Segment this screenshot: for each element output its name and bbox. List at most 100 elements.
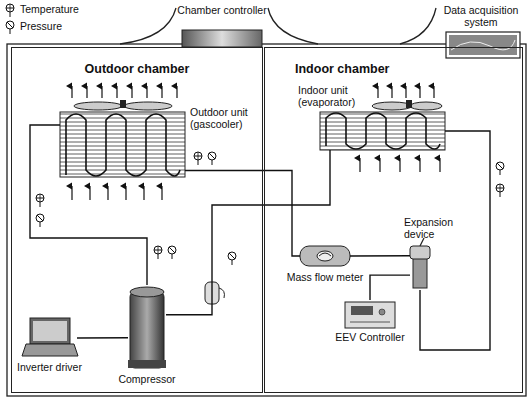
flow-meter: Mass flow meter [300, 245, 350, 267]
sensor-symbols [194, 152, 202, 165]
expansion-device: Expansion device [410, 245, 430, 290]
accumulator [219, 288, 224, 298]
node-label: Chamber controller [176, 4, 268, 16]
compressor-body [128, 287, 166, 368]
compressor-body [128, 360, 166, 368]
signal-cable [370, 275, 410, 300]
air-flow-arrows [419, 86, 420, 98]
eev-controller-box [350, 322, 390, 323]
building-outline [7, 8, 526, 396]
daq-screen [451, 40, 515, 50]
pressure-symbol [6, 21, 14, 34]
gascooler-coil [60, 100, 185, 177]
eev-controller-box [379, 309, 385, 315]
air-flow-arrows [419, 158, 420, 172]
air-flow-arrows [116, 86, 117, 98]
eev-controller-box [351, 306, 373, 315]
refrigerant-pipe [30, 125, 147, 285]
air-flow-arrows [377, 86, 378, 98]
air-flow-arrows [125, 186, 126, 200]
evaporator-coil [320, 112, 445, 150]
node-label: Indoor chamber [295, 62, 475, 76]
node-label: Data acquisition system [436, 4, 526, 28]
building-outline [268, 8, 318, 44]
air-flow-arrows [433, 86, 434, 98]
inverter-driver: Inverter driver [22, 318, 77, 358]
air-flow-arrows [107, 186, 108, 200]
node-label: Compressor [112, 373, 182, 385]
sensor-symbols [154, 246, 162, 259]
air-flow-arrows [161, 86, 162, 98]
daq-screen [449, 35, 517, 55]
sensor-symbols [496, 184, 504, 197]
node-label: Mass flow meter [280, 271, 370, 283]
building-outline [7, 44, 526, 396]
mass-flow-meter-body [300, 246, 350, 266]
controller-node: Chamber controller [176, 4, 268, 50]
air-flow-arrows [71, 86, 72, 98]
mass-flow-meter-body [300, 246, 350, 266]
air-flow-arrows [143, 186, 144, 200]
gascooler-coil [66, 114, 180, 176]
air-flow-arrows [89, 186, 90, 200]
refrigerant-pipe [350, 255, 410, 257]
eev-controller-box [345, 302, 395, 328]
signal-cable [77, 337, 128, 339]
air-flow-arrows [161, 186, 162, 200]
laptop-icon [30, 318, 70, 344]
node-label: Outdoor chamber [12, 62, 262, 76]
legend-label: Pressure [20, 20, 62, 32]
air-flow-arrows [439, 158, 440, 172]
compressor-body [130, 287, 164, 297]
air-flow-arrows [379, 158, 380, 172]
node-label: Outdoor unit (gascooler) [190, 106, 262, 130]
laptop-icon [22, 318, 78, 356]
node-label: Indoor unit (evaporator) [298, 84, 370, 108]
air-flow-arrows [405, 86, 406, 98]
mass-flow-meter-body [317, 251, 333, 261]
compressor: Compressor [128, 285, 166, 370]
building-outline [400, 8, 436, 44]
air-flow-arrows [391, 86, 392, 98]
evaporator-coil [410, 102, 442, 110]
refrigerant-pipe [166, 150, 330, 315]
legend-label: Temperature [20, 3, 79, 15]
controller-box: EEV Controller [345, 300, 395, 328]
gascooler-coil [74, 102, 122, 110]
air-flow-arrows [359, 158, 360, 172]
heat-exchanger: Indoor unit (evaporator) [320, 112, 445, 150]
sensor-symbols [36, 194, 44, 207]
chamber: Indoor chamberIndoor unit (evaporator) Ma… [265, 48, 522, 392]
compressor-body [130, 292, 164, 368]
sensor-symbols [168, 246, 176, 259]
air-flow-arrows [146, 86, 147, 98]
laptop-icon [22, 344, 78, 356]
laptop-icon [33, 321, 67, 341]
air-flow-arrows [131, 86, 132, 98]
gascooler-coil [124, 102, 172, 110]
sensor-symbols [496, 162, 504, 175]
mass-flow-meter-body [319, 253, 331, 256]
expansion-valve [410, 246, 430, 259]
heat-exchanger: Outdoor unit (gascooler) [60, 112, 185, 177]
expansion-valve [413, 258, 427, 288]
daq-node: Data acquisition system [436, 4, 526, 62]
eev-controller-box [345, 302, 395, 328]
evaporator-coil [326, 113, 440, 149]
controller-panel [182, 30, 262, 47]
gascooler-coil [120, 100, 126, 108]
air-flow-arrows [101, 86, 102, 98]
daq-screen [446, 32, 520, 58]
node-label: EEV Controller [335, 331, 405, 343]
air-flow-arrows [86, 86, 87, 98]
accumulator [205, 282, 224, 304]
chamber: Outdoor chamberOutdoor unit (gascooler) C… [12, 48, 262, 392]
refrigerant-pipe [185, 171, 300, 257]
sensor-symbols [36, 152, 504, 265]
node-label: Expansion device [404, 216, 474, 240]
air-flow-arrows [176, 86, 177, 98]
evaporator-coil [406, 100, 412, 108]
